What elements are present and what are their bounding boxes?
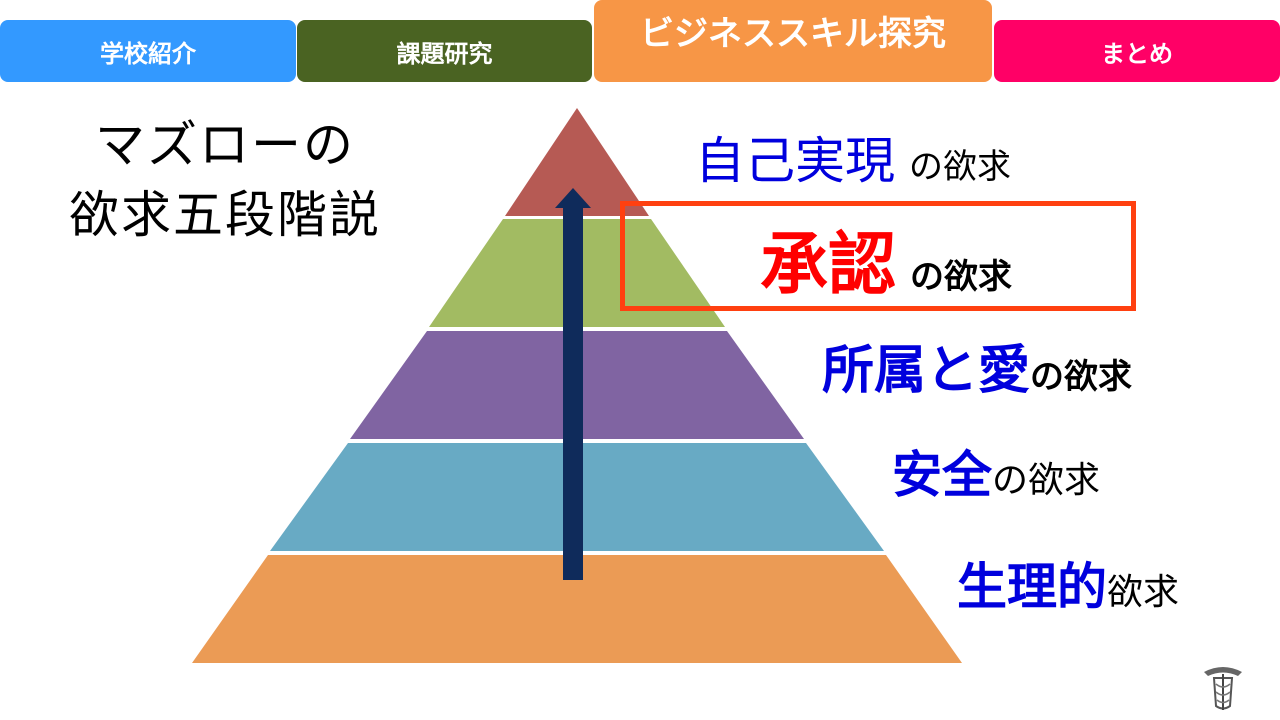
level-name: 所属と愛 — [822, 341, 1031, 401]
esteem-highlight-box — [620, 201, 1136, 311]
slide-title: マズローの 欲求五段階説 — [30, 110, 420, 250]
pyramid-level-self-actualization — [505, 108, 649, 216]
tab-school-intro[interactable]: 学校紹介 — [0, 20, 296, 82]
level-name: 安全 — [892, 446, 992, 504]
tab-research[interactable]: 課題研究 — [297, 20, 592, 82]
school-emblem-icon — [1204, 667, 1242, 710]
level-label-physiological: 生理的欲求 — [957, 562, 1179, 612]
tab-summary[interactable]: まとめ — [994, 20, 1280, 82]
level-name: 生理的 — [957, 558, 1107, 616]
tab-label: まとめ — [1101, 39, 1173, 68]
pyramid-level-physiological — [192, 555, 962, 663]
slide-title-line2: 欲求五段階説 — [69, 186, 381, 244]
level-label-self-actualization: 自己実現の欲求 — [695, 136, 1011, 186]
up-arrow — [555, 188, 591, 580]
tab-business-skills[interactable]: ビジネススキル探究 — [594, 0, 992, 82]
level-suffix: の欲求 — [1030, 357, 1133, 397]
level-suffix: の欲求 — [992, 460, 1101, 501]
tab-label: ビジネススキル探究 — [640, 13, 946, 54]
level-name: 承認 — [760, 226, 897, 305]
tab-label: 課題研究 — [396, 39, 493, 68]
level-label-esteem: 承認の欲求 — [760, 232, 1012, 300]
level-suffix: 欲求 — [1107, 572, 1180, 613]
tab-label: 学校紹介 — [100, 39, 196, 68]
level-label-safety: 安全の欲求 — [892, 450, 1100, 500]
level-label-belonging: 所属と愛の欲求 — [822, 345, 1132, 397]
level-suffix: の欲求 — [910, 257, 1013, 297]
level-name: 自己実現 — [695, 132, 895, 190]
slide-title-line1: マズローの — [95, 116, 355, 174]
level-suffix: の欲求 — [909, 147, 1011, 187]
